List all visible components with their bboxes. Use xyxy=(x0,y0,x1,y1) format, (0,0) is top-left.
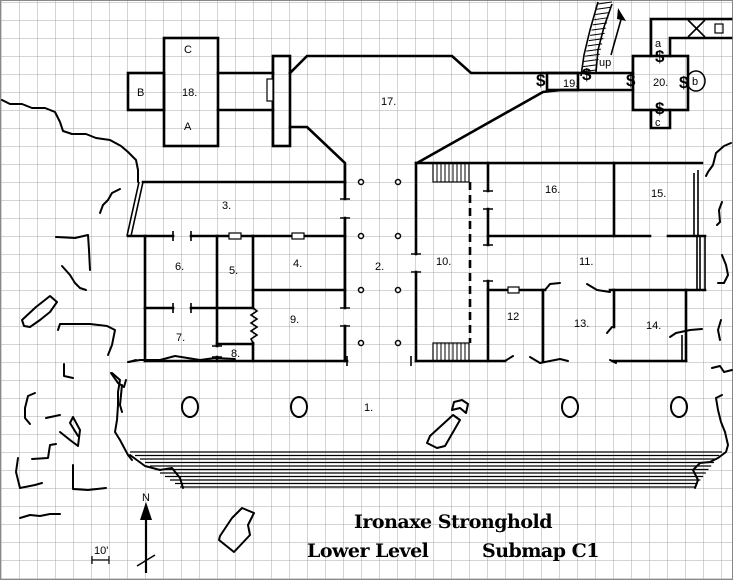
room-label-6: 6. xyxy=(175,261,184,273)
room-label-20: 20. xyxy=(653,77,668,89)
column xyxy=(357,232,365,240)
room-label-19: 19. xyxy=(563,78,578,90)
hall-pillars xyxy=(181,396,688,418)
area-label-c: C xyxy=(184,44,192,56)
secret-doors: $ $ $ $ $ $ xyxy=(536,47,689,118)
room-label-3: 3. xyxy=(222,200,231,212)
room-label-12: 12 xyxy=(507,311,519,323)
map-level: Lower Level xyxy=(307,540,429,562)
room-label-9: 9. xyxy=(290,314,299,326)
stair-step xyxy=(586,48,601,52)
stair-step xyxy=(587,43,603,47)
stair-step xyxy=(580,69,597,73)
room-label-8: 8. xyxy=(231,348,240,360)
room-label-10: 10. xyxy=(436,256,451,268)
walls xyxy=(126,17,733,366)
area-label-a: A xyxy=(184,121,192,133)
room-10-stairs xyxy=(432,162,470,362)
map-title: Ironaxe Stronghold xyxy=(354,511,552,533)
stair-block xyxy=(432,162,470,183)
stair-step xyxy=(595,11,610,15)
column xyxy=(394,286,402,294)
secret-door-icon: $ xyxy=(536,71,546,90)
secret-door-icon: $ xyxy=(582,65,592,84)
stairs-up xyxy=(580,1,613,77)
secret-door-icon: $ xyxy=(679,73,689,92)
scale-bar: 10' xyxy=(91,545,110,564)
compass-label: N xyxy=(142,492,150,504)
secret-door-icon: $ xyxy=(626,71,636,90)
up-arrow-head-icon xyxy=(617,8,626,21)
entrance-stairs xyxy=(130,451,722,488)
stair-step xyxy=(588,38,604,42)
stair-step xyxy=(584,53,600,57)
secret-door-icon: $ xyxy=(655,47,665,66)
room-label-7: 7. xyxy=(176,332,185,344)
column xyxy=(394,178,402,186)
room-label-1: 1. xyxy=(364,402,373,414)
area-label-c-lower: c xyxy=(655,117,661,129)
stair-step xyxy=(594,17,609,21)
stair-step xyxy=(592,22,608,26)
room-label-11: 11. xyxy=(579,256,593,268)
stair-step xyxy=(590,32,605,36)
area-label-a-lower: a xyxy=(655,38,662,50)
secret-door-icon: $ xyxy=(655,99,665,118)
column xyxy=(394,339,402,347)
room-label-4: 4. xyxy=(293,258,302,270)
room-label-17: 17. xyxy=(381,96,396,108)
column xyxy=(357,178,365,186)
stair-step xyxy=(596,6,611,10)
room-label-5: 5. xyxy=(229,265,238,277)
room-label-14: 14. xyxy=(646,320,661,332)
rock-island xyxy=(218,507,255,553)
area-label-b: B xyxy=(137,87,144,99)
map-submap: Submap C1 xyxy=(482,540,599,562)
area-label-b-lower: b xyxy=(692,76,698,88)
stair-step xyxy=(591,27,606,31)
door xyxy=(266,78,274,102)
column xyxy=(357,286,365,294)
room-label-13: 13. xyxy=(574,318,589,330)
up-arrow xyxy=(610,15,623,56)
stair-step xyxy=(582,64,598,68)
compass: N xyxy=(136,492,156,573)
stairs-up-label: up xyxy=(599,57,611,69)
room-label-2: 2. xyxy=(375,261,384,273)
broken-statue xyxy=(426,399,469,449)
room-label-15: 15. xyxy=(651,188,666,200)
columns xyxy=(357,178,402,347)
scale-label: 10' xyxy=(94,545,108,557)
stair-step xyxy=(597,1,613,5)
stair-step xyxy=(583,59,599,63)
north-arrow-icon xyxy=(140,502,152,520)
column xyxy=(394,232,402,240)
room-label-16: 16. xyxy=(545,184,560,196)
room-label-18: 18. xyxy=(182,87,197,99)
room-labels: 1. 2. 3. 4. 5. 6. 7. 8. 9. 10. 11. 12 13… xyxy=(137,38,698,414)
column xyxy=(357,339,365,347)
stair-block xyxy=(432,342,470,362)
